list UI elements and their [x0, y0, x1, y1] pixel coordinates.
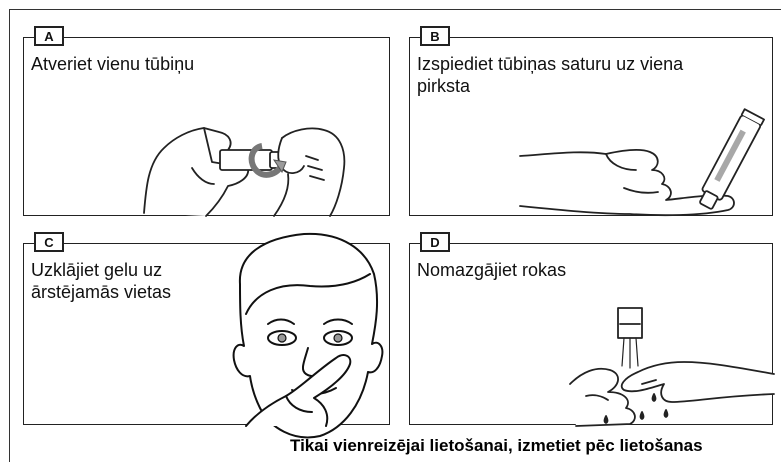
step-panel-b: B Izspiediet tūbiņas saturu uz viena pir…: [409, 37, 773, 216]
disposal-note: Tikai vienreizējai lietošanai, izmetiet …: [290, 436, 703, 456]
finger-with-gel-tube-icon: [410, 38, 774, 217]
step-panel-d: D Nomazgājiet rokas: [409, 243, 773, 425]
hands-opening-tube-icon: [24, 38, 391, 217]
step-panel-a: A Atveriet vienu tūbiņu: [23, 37, 390, 216]
face-applying-gel-icon: [24, 244, 391, 426]
hands-washing-under-tap-icon: [410, 244, 774, 426]
step-panel-c: C Uzklājiet gelu uz ārstējamās vietas: [23, 243, 390, 425]
